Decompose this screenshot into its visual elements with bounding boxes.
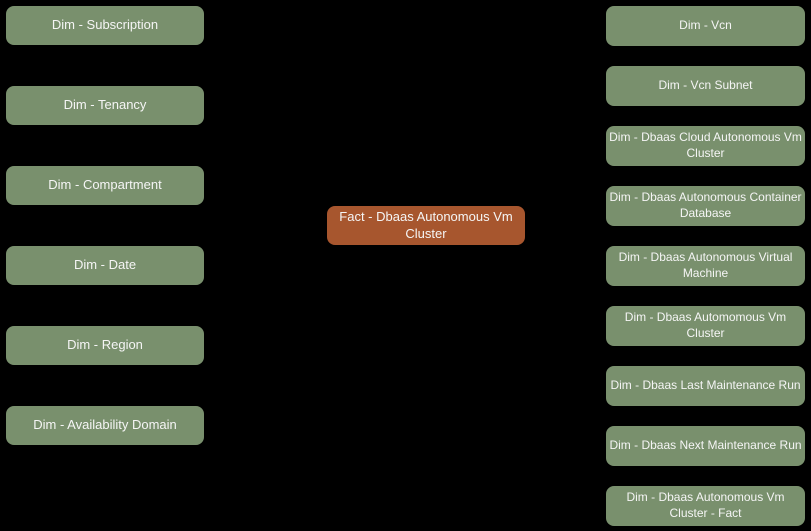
right-dimension-column: Dim - Vcn Dim - Vcn Subnet Dim - Dbaas C… xyxy=(606,6,805,526)
dim-node-region[interactable]: Dim - Region xyxy=(6,326,204,365)
dim-node-vcn[interactable]: Dim - Vcn xyxy=(606,6,805,46)
dim-node-dbaas-last-maintenance-run[interactable]: Dim - Dbaas Last Maintenance Run xyxy=(606,366,805,406)
fact-node-dbaas-autonomous-vm-cluster[interactable]: Fact - Dbaas Autonomous Vm Cluster xyxy=(327,206,525,245)
dim-node-tenancy[interactable]: Dim - Tenancy xyxy=(6,86,204,125)
dim-node-subscription[interactable]: Dim - Subscription xyxy=(6,6,204,45)
dim-node-date[interactable]: Dim - Date xyxy=(6,246,204,285)
dim-node-dbaas-autonomous-vm-cluster-fact[interactable]: Dim - Dbaas Autonomous Vm Cluster - Fact xyxy=(606,486,805,526)
dim-node-availability-domain[interactable]: Dim - Availability Domain xyxy=(6,406,204,445)
dim-node-dbaas-automomous-vm-cluster[interactable]: Dim - Dbaas Automomous Vm Cluster xyxy=(606,306,805,346)
dim-node-dbaas-cloud-autonomous-vm-cluster[interactable]: Dim - Dbaas Cloud Autonomous Vm Cluster xyxy=(606,126,805,166)
dim-node-dbaas-autonomous-container-database[interactable]: Dim - Dbaas Autonomous Container Databas… xyxy=(606,186,805,226)
dim-node-dbaas-next-maintenance-run[interactable]: Dim - Dbaas Next Maintenance Run xyxy=(606,426,805,466)
left-dimension-column: Dim - Subscription Dim - Tenancy Dim - C… xyxy=(6,6,204,445)
dim-node-dbaas-autonomous-virtual-machine[interactable]: Dim - Dbaas Autonomous Virtual Machine xyxy=(606,246,805,286)
dim-node-vcn-subnet[interactable]: Dim - Vcn Subnet xyxy=(606,66,805,106)
dim-node-compartment[interactable]: Dim - Compartment xyxy=(6,166,204,205)
